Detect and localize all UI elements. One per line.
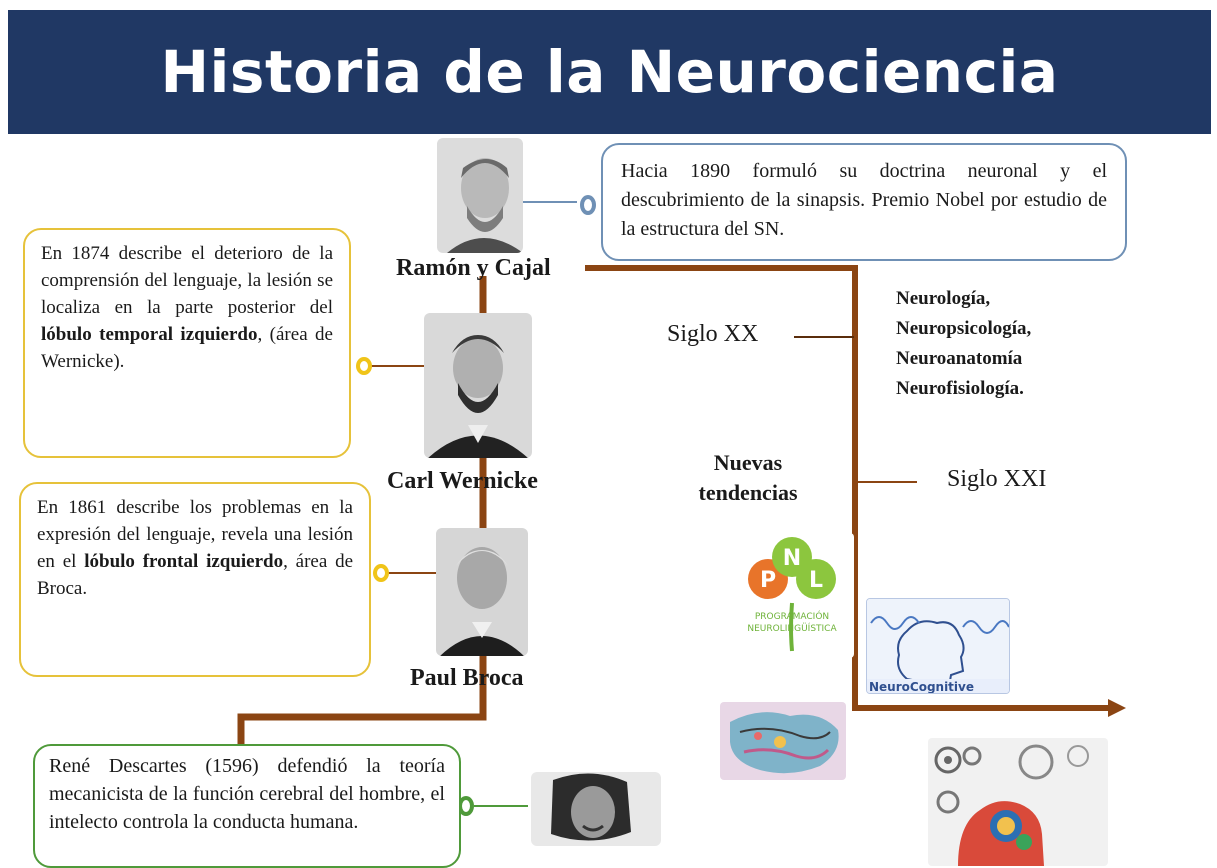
discipline-item: Neuroanatomía bbox=[896, 348, 1023, 369]
descartes-portrait bbox=[531, 772, 661, 846]
wernicke-name: Carl Wernicke bbox=[387, 468, 538, 494]
cajal-description-box: Hacia 1890 formuló su doctrina neuronal … bbox=[601, 143, 1127, 261]
neurocognitive-image: NeuroCognitive bbox=[866, 598, 1010, 694]
gears-head-image bbox=[928, 738, 1108, 866]
wernicke-description: En 1874 describe el deterioro de la comp… bbox=[41, 243, 333, 372]
wernicke-description-box: En 1874 describe el deterioro de la comp… bbox=[23, 228, 351, 458]
descartes-connector-ring bbox=[458, 796, 474, 816]
descartes-description: René Descartes (1596) defendió la teoría… bbox=[49, 755, 445, 833]
broca-description: En 1861 describe los problemas en la exp… bbox=[37, 497, 353, 599]
discipline-item: Neuropsicología, bbox=[896, 318, 1032, 339]
cajal-portrait bbox=[437, 138, 523, 253]
siglo-xx-label: Siglo XX bbox=[667, 321, 759, 347]
descartes-description-box: René Descartes (1596) defendió la teoría… bbox=[33, 744, 461, 868]
wernicke-connector-ring bbox=[356, 357, 372, 375]
nuevas-tendencias-label: Nuevas tendencias bbox=[698, 450, 798, 505]
cajal-connector-ring bbox=[580, 195, 596, 215]
broca-name: Paul Broca bbox=[410, 665, 524, 691]
pnl-letter: P bbox=[760, 568, 776, 593]
timeline-arrowhead bbox=[1108, 699, 1126, 717]
pnl-letter: N bbox=[783, 546, 801, 571]
cajal-name: Ramón y Cajal bbox=[396, 255, 551, 281]
discipline-item: Neurofisiología. bbox=[896, 378, 1024, 399]
disciplines-list: Neurología, Neuropsicología, Neuroanatom… bbox=[896, 284, 1031, 404]
pnl-letter: L bbox=[809, 568, 823, 593]
page-title: Historia de la Neurociencia bbox=[160, 38, 1059, 106]
wernicke-portrait bbox=[424, 313, 532, 458]
neurocognitive-caption: NeuroCognitive bbox=[869, 680, 974, 693]
cajal-description: Hacia 1890 formuló su doctrina neuronal … bbox=[621, 160, 1107, 240]
siglo-xxi-label: Siglo XXI bbox=[947, 466, 1047, 492]
timeline-cajal-branch bbox=[585, 265, 1112, 711]
pnl-caption: PROGRAMACIÓN bbox=[755, 610, 829, 622]
timeline-main bbox=[237, 276, 487, 760]
title-bar: Historia de la Neurociencia bbox=[8, 10, 1211, 134]
discipline-item: Neurología, bbox=[896, 288, 991, 309]
pnl-logo-image: P N L PROGRAMACIÓN NEUROLINGÜÍSTICA bbox=[730, 533, 854, 658]
broca-description-box: En 1861 describe los problemas en la exp… bbox=[19, 482, 371, 677]
broca-connector-ring bbox=[373, 564, 389, 582]
broca-portrait bbox=[436, 528, 528, 656]
pnl-caption: NEUROLINGÜÍSTICA bbox=[747, 622, 837, 634]
brain-map-image bbox=[720, 702, 846, 780]
